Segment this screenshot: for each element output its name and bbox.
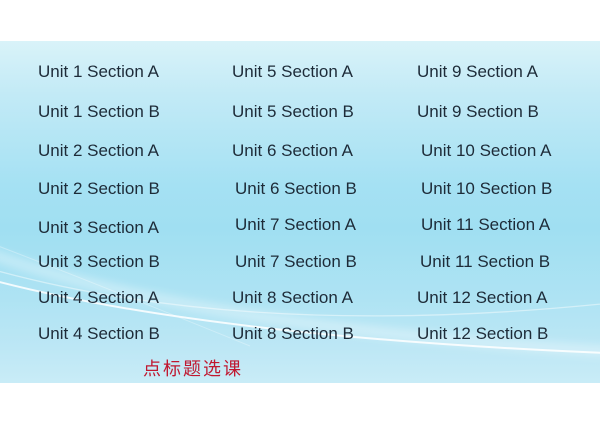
link-unit-11-section-b[interactable]: Unit 11 Section B xyxy=(420,252,551,271)
link-unit-3-section-b[interactable]: Unit 3 Section B xyxy=(38,252,160,271)
link-unit-1-section-b[interactable]: Unit 1 Section B xyxy=(38,101,160,121)
link-unit-2-section-b[interactable]: Unit 2 Section B xyxy=(38,178,160,198)
wave-decoration xyxy=(0,246,600,358)
link-unit-12-section-a[interactable]: Unit 12 Section A xyxy=(417,288,548,307)
link-unit-9-section-b[interactable]: Unit 9 Section B xyxy=(417,101,539,121)
link-unit-4-section-a[interactable]: Unit 4 Section A xyxy=(38,288,159,307)
link-unit-8-section-a[interactable]: Unit 8 Section A xyxy=(232,288,353,307)
wave-glow xyxy=(0,250,600,358)
link-unit-11-section-a[interactable]: Unit 11 Section A xyxy=(421,214,551,234)
link-unit-12-section-b[interactable]: Unit 12 Section B xyxy=(417,324,549,343)
hint-text: 点标题选课 xyxy=(143,359,243,379)
link-unit-7-section-a[interactable]: Unit 7 Section A xyxy=(235,214,356,234)
link-unit-6-section-b[interactable]: Unit 6 Section B xyxy=(235,178,357,198)
wave-line-secondary xyxy=(0,270,600,317)
link-unit-4-section-b[interactable]: Unit 4 Section B xyxy=(38,324,160,343)
wave-line-faint xyxy=(0,246,251,347)
link-unit-1-section-a[interactable]: Unit 1 Section A xyxy=(38,62,159,81)
link-unit-7-section-b[interactable]: Unit 7 Section B xyxy=(235,252,357,271)
wave-line-main xyxy=(0,281,600,354)
link-unit-3-section-a[interactable]: Unit 3 Section A xyxy=(38,217,159,237)
link-unit-2-section-a[interactable]: Unit 2 Section A xyxy=(38,140,159,160)
course-menu: Unit 1 Section A Unit 1 Section B Unit 2… xyxy=(0,52,600,352)
link-unit-9-section-a[interactable]: Unit 9 Section A xyxy=(417,62,538,81)
link-unit-10-section-b[interactable]: Unit 10 Section B xyxy=(421,178,553,198)
link-unit-6-section-a[interactable]: Unit 6 Section A xyxy=(232,140,353,160)
link-unit-8-section-b[interactable]: Unit 8 Section B xyxy=(232,324,354,343)
link-unit-5-section-a[interactable]: Unit 5 Section A xyxy=(232,62,353,81)
link-unit-5-section-b[interactable]: Unit 5 Section B xyxy=(232,101,354,121)
link-unit-10-section-a[interactable]: Unit 10 Section A xyxy=(421,140,552,160)
background-band xyxy=(0,41,600,383)
